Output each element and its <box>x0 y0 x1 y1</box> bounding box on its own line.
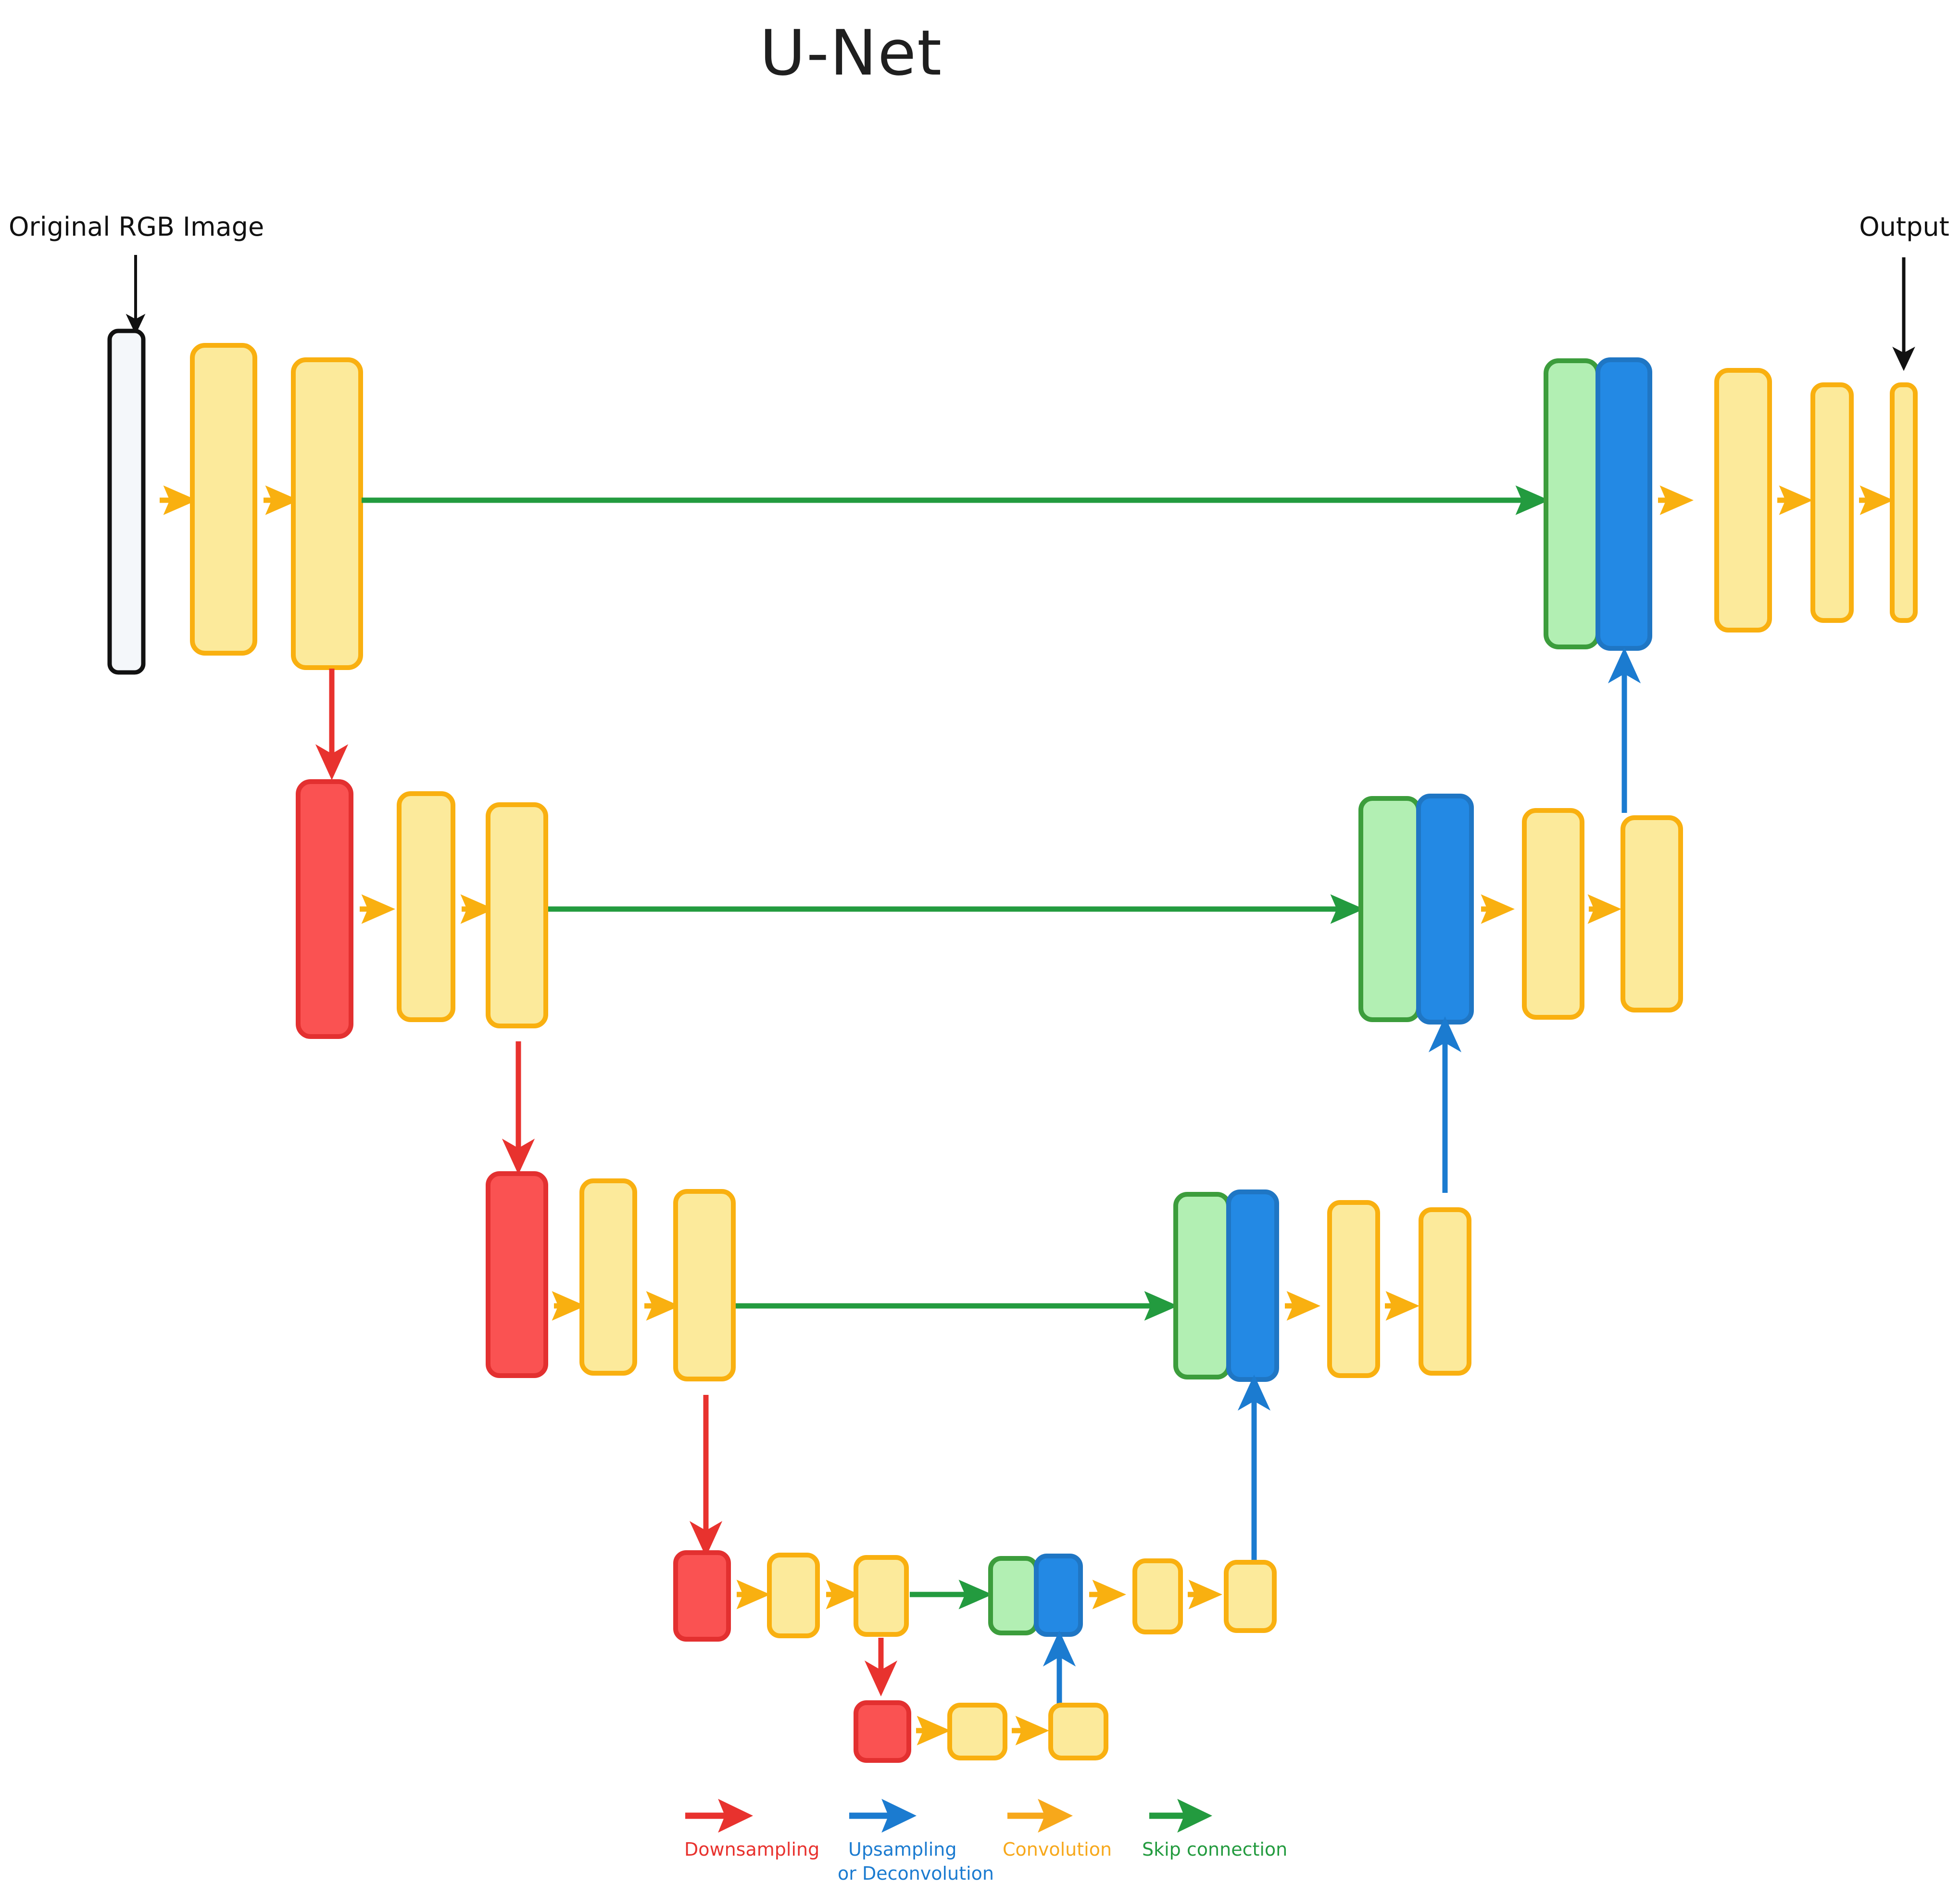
legend-label-upsampling-line2: or Deconvolution <box>838 1863 994 1884</box>
legend-item-downsampling[interactable]: Downsampling <box>684 1798 819 1860</box>
conv-block[interactable] <box>579 1178 637 1376</box>
legend-label-skip-connection: Skip connection <box>1142 1839 1287 1860</box>
legend-item-upsampling[interactable]: Upsampling or Deconvolution <box>838 1798 994 1884</box>
conv-block[interactable] <box>1327 1200 1380 1378</box>
downsample-block[interactable] <box>486 1171 548 1378</box>
skip-concat-block[interactable] <box>988 1556 1039 1635</box>
upsample-block[interactable] <box>1596 357 1652 651</box>
conv-block[interactable] <box>190 343 257 656</box>
page-title: U-Net <box>760 16 942 89</box>
conv-block[interactable] <box>1621 815 1683 1012</box>
skip-concat-block[interactable] <box>1358 796 1421 1022</box>
upsample-block[interactable] <box>1416 794 1474 1025</box>
legend: Downsampling Upsampling or Deconvolution… <box>684 1798 1287 1884</box>
conv-block[interactable] <box>1714 368 1772 633</box>
input-image-block[interactable] <box>107 329 146 675</box>
output-block[interactable] <box>1890 382 1918 623</box>
conv-block[interactable] <box>486 802 548 1028</box>
conv-block[interactable] <box>1132 1558 1183 1634</box>
legend-label-downsampling: Downsampling <box>684 1839 819 1860</box>
conv-block[interactable] <box>1048 1703 1108 1760</box>
downsample-block[interactable] <box>673 1550 731 1642</box>
level-3-group <box>486 1171 1471 1575</box>
skip-concat-block[interactable] <box>1544 358 1600 649</box>
level-1-group <box>107 329 1918 813</box>
upsample-block[interactable] <box>1226 1189 1279 1382</box>
conv-block[interactable] <box>397 791 455 1022</box>
input-label: Original RGB Image <box>9 212 264 242</box>
legend-label-upsampling: Upsampling <box>848 1839 956 1860</box>
conv-block[interactable] <box>1224 1560 1277 1633</box>
level-2-group <box>296 779 1683 1193</box>
upsample-block[interactable] <box>1034 1554 1083 1637</box>
level-4-group <box>673 1550 1277 1705</box>
conv-block[interactable] <box>1810 382 1854 623</box>
legend-label-convolution: Convolution <box>1003 1839 1112 1860</box>
downsample-block[interactable] <box>296 779 353 1039</box>
conv-block[interactable] <box>1419 1207 1471 1376</box>
legend-item-skip-connection[interactable]: Skip connection <box>1142 1798 1287 1860</box>
conv-block[interactable] <box>673 1189 736 1381</box>
conv-block[interactable] <box>767 1553 820 1638</box>
conv-block[interactable] <box>291 357 363 670</box>
output-label: Output <box>1859 212 1949 242</box>
skip-concat-block[interactable] <box>1173 1192 1231 1379</box>
level-5-bottleneck-group <box>854 1700 1108 1763</box>
conv-block[interactable] <box>854 1555 909 1637</box>
conv-block[interactable] <box>1522 808 1584 1020</box>
conv-block[interactable] <box>947 1703 1007 1760</box>
downsample-block[interactable] <box>854 1700 911 1763</box>
legend-item-convolution[interactable]: Convolution <box>1003 1798 1112 1860</box>
